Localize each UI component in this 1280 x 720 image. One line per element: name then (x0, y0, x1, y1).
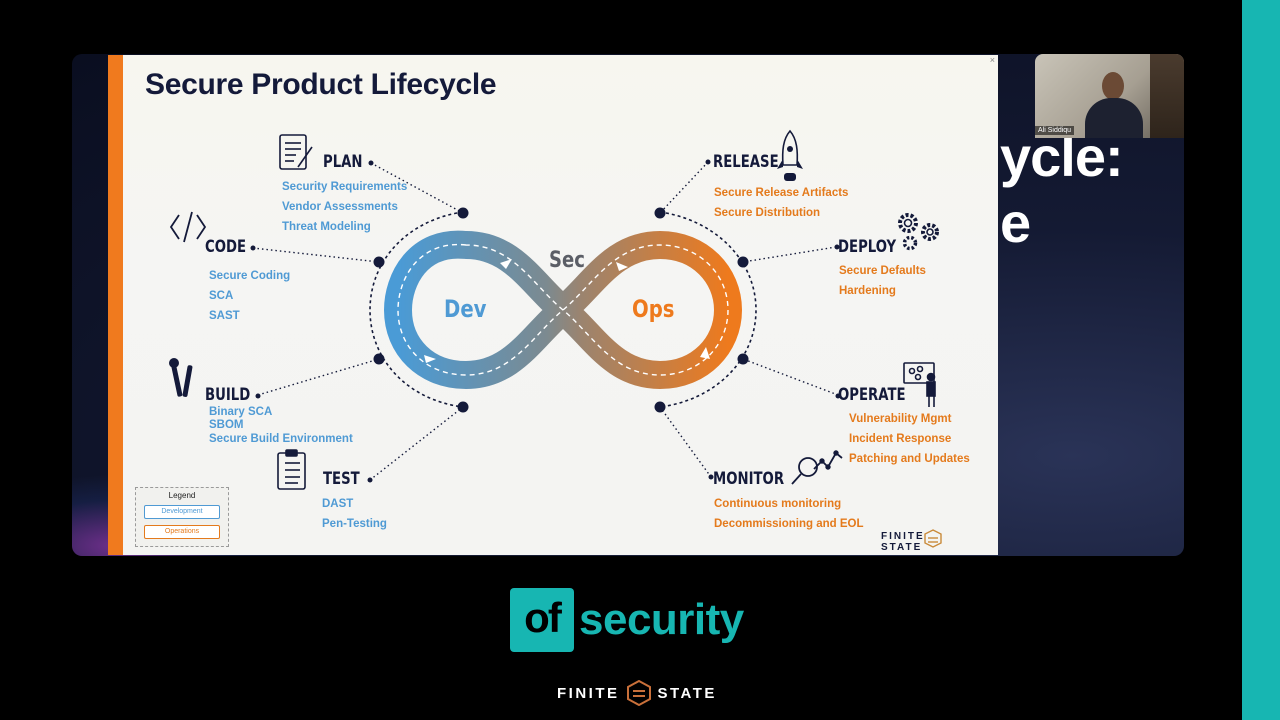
ops-label: Ops (632, 296, 675, 323)
lifecycle-diagram: Dev Sec Ops (169, 129, 942, 548)
outer-ring-left (369, 211, 464, 408)
presenter-body (1085, 98, 1143, 138)
shared-slide: × Secure Product Lifecycle (108, 55, 998, 555)
dev-label: Dev (444, 296, 486, 323)
stage-monitor-label: MONITOR (713, 469, 785, 489)
test-item: DAST (322, 498, 354, 510)
build-item: SBOM (209, 419, 244, 431)
operate-item: Vulnerability Mgmt (849, 413, 952, 425)
monitor-item: Continuous monitoring (714, 498, 842, 510)
node-code (373, 256, 385, 268)
stage-test-label: TEST (323, 469, 360, 489)
code-item: SAST (209, 310, 240, 322)
infinity-dashes (397, 243, 729, 376)
security-wordmark: security (579, 595, 744, 644)
ofsecurity-logo: of security (510, 588, 744, 652)
teal-side-strip (1242, 0, 1280, 720)
deploy-item: Hardening (839, 285, 896, 297)
finite-state-logo-icon (626, 680, 651, 706)
presenter-name: Ali Siddiqu (1035, 126, 1075, 135)
legend-box: Legend Development Operations (135, 487, 229, 547)
code-icon (169, 211, 207, 243)
slide-brand-left: FINITE (881, 531, 925, 542)
presenter-webcam: Ali Siddiqu (1035, 54, 1184, 138)
rocket-icon (777, 129, 803, 181)
background-title-line2: e (1000, 191, 1031, 254)
of-badge: of (510, 588, 574, 652)
release-item: Secure Release Artifacts (714, 187, 849, 199)
checklist-icon (277, 449, 306, 490)
stage-plan-label: PLAN (323, 152, 363, 172)
node-deploy (737, 256, 749, 268)
plan-item: Vendor Assessments (282, 201, 398, 213)
flow-arrow-1 (500, 259, 512, 269)
tools-icon (169, 358, 193, 397)
code-item: Secure Coding (209, 270, 291, 282)
node-build (373, 353, 385, 365)
plan-item: Security Requirements (282, 181, 408, 193)
legend-development: Development (144, 505, 220, 519)
stage-code-label: CODE (205, 237, 247, 257)
node-release (654, 207, 666, 219)
node-operate (737, 353, 749, 365)
node-test (457, 401, 469, 413)
legend-title: Legend (168, 491, 196, 500)
code-item: SCA (209, 290, 234, 302)
operate-item: Patching and Updates (849, 453, 970, 465)
test-item: Pen-Testing (322, 518, 387, 530)
monitor-item: Decommissioning and EOL (714, 518, 864, 530)
slide-accent-bar (108, 55, 123, 555)
stage-deploy-label: DEPLOY (838, 237, 897, 257)
plan-item: Threat Modeling (282, 221, 371, 233)
stage-release-label: RELEASE (713, 152, 779, 172)
slide-brand-right: STATE (881, 542, 923, 553)
node-plan (457, 207, 469, 219)
document-icon (279, 134, 313, 170)
node-monitor (654, 401, 666, 413)
stage-operate-label: OPERATE (838, 385, 906, 405)
outer-ring-right (659, 211, 757, 408)
brand-right-word: STATE (657, 684, 717, 702)
flow-arrow-2 (616, 262, 628, 271)
deploy-item: Secure Defaults (839, 265, 926, 277)
slide-corner-mark: × (989, 55, 995, 65)
legend-operations: Operations (144, 525, 220, 539)
operate-item: Incident Response (849, 433, 952, 445)
flow-arrow-3 (424, 355, 436, 363)
release-item: Secure Distribution (714, 207, 821, 219)
operator-icon (903, 362, 936, 407)
presenter-head (1102, 72, 1124, 100)
build-item: Binary SCA (209, 406, 273, 418)
slide-footer-brand: FINITE STATE (881, 531, 998, 553)
build-item: Secure Build Environment (209, 433, 353, 445)
slide-title: Secure Product Lifecycle (145, 68, 497, 101)
sec-label: Sec (549, 246, 585, 272)
analytics-icon (791, 450, 843, 485)
gears-icon (898, 213, 939, 251)
finite-state-logo-icon (924, 529, 942, 548)
stage-build-label: BUILD (205, 385, 251, 405)
finite-state-brand: FINITE STATE (557, 680, 717, 706)
brand-left-word: FINITE (557, 684, 620, 702)
bookshelf (1150, 54, 1184, 138)
flow-arrow-4 (700, 347, 710, 359)
